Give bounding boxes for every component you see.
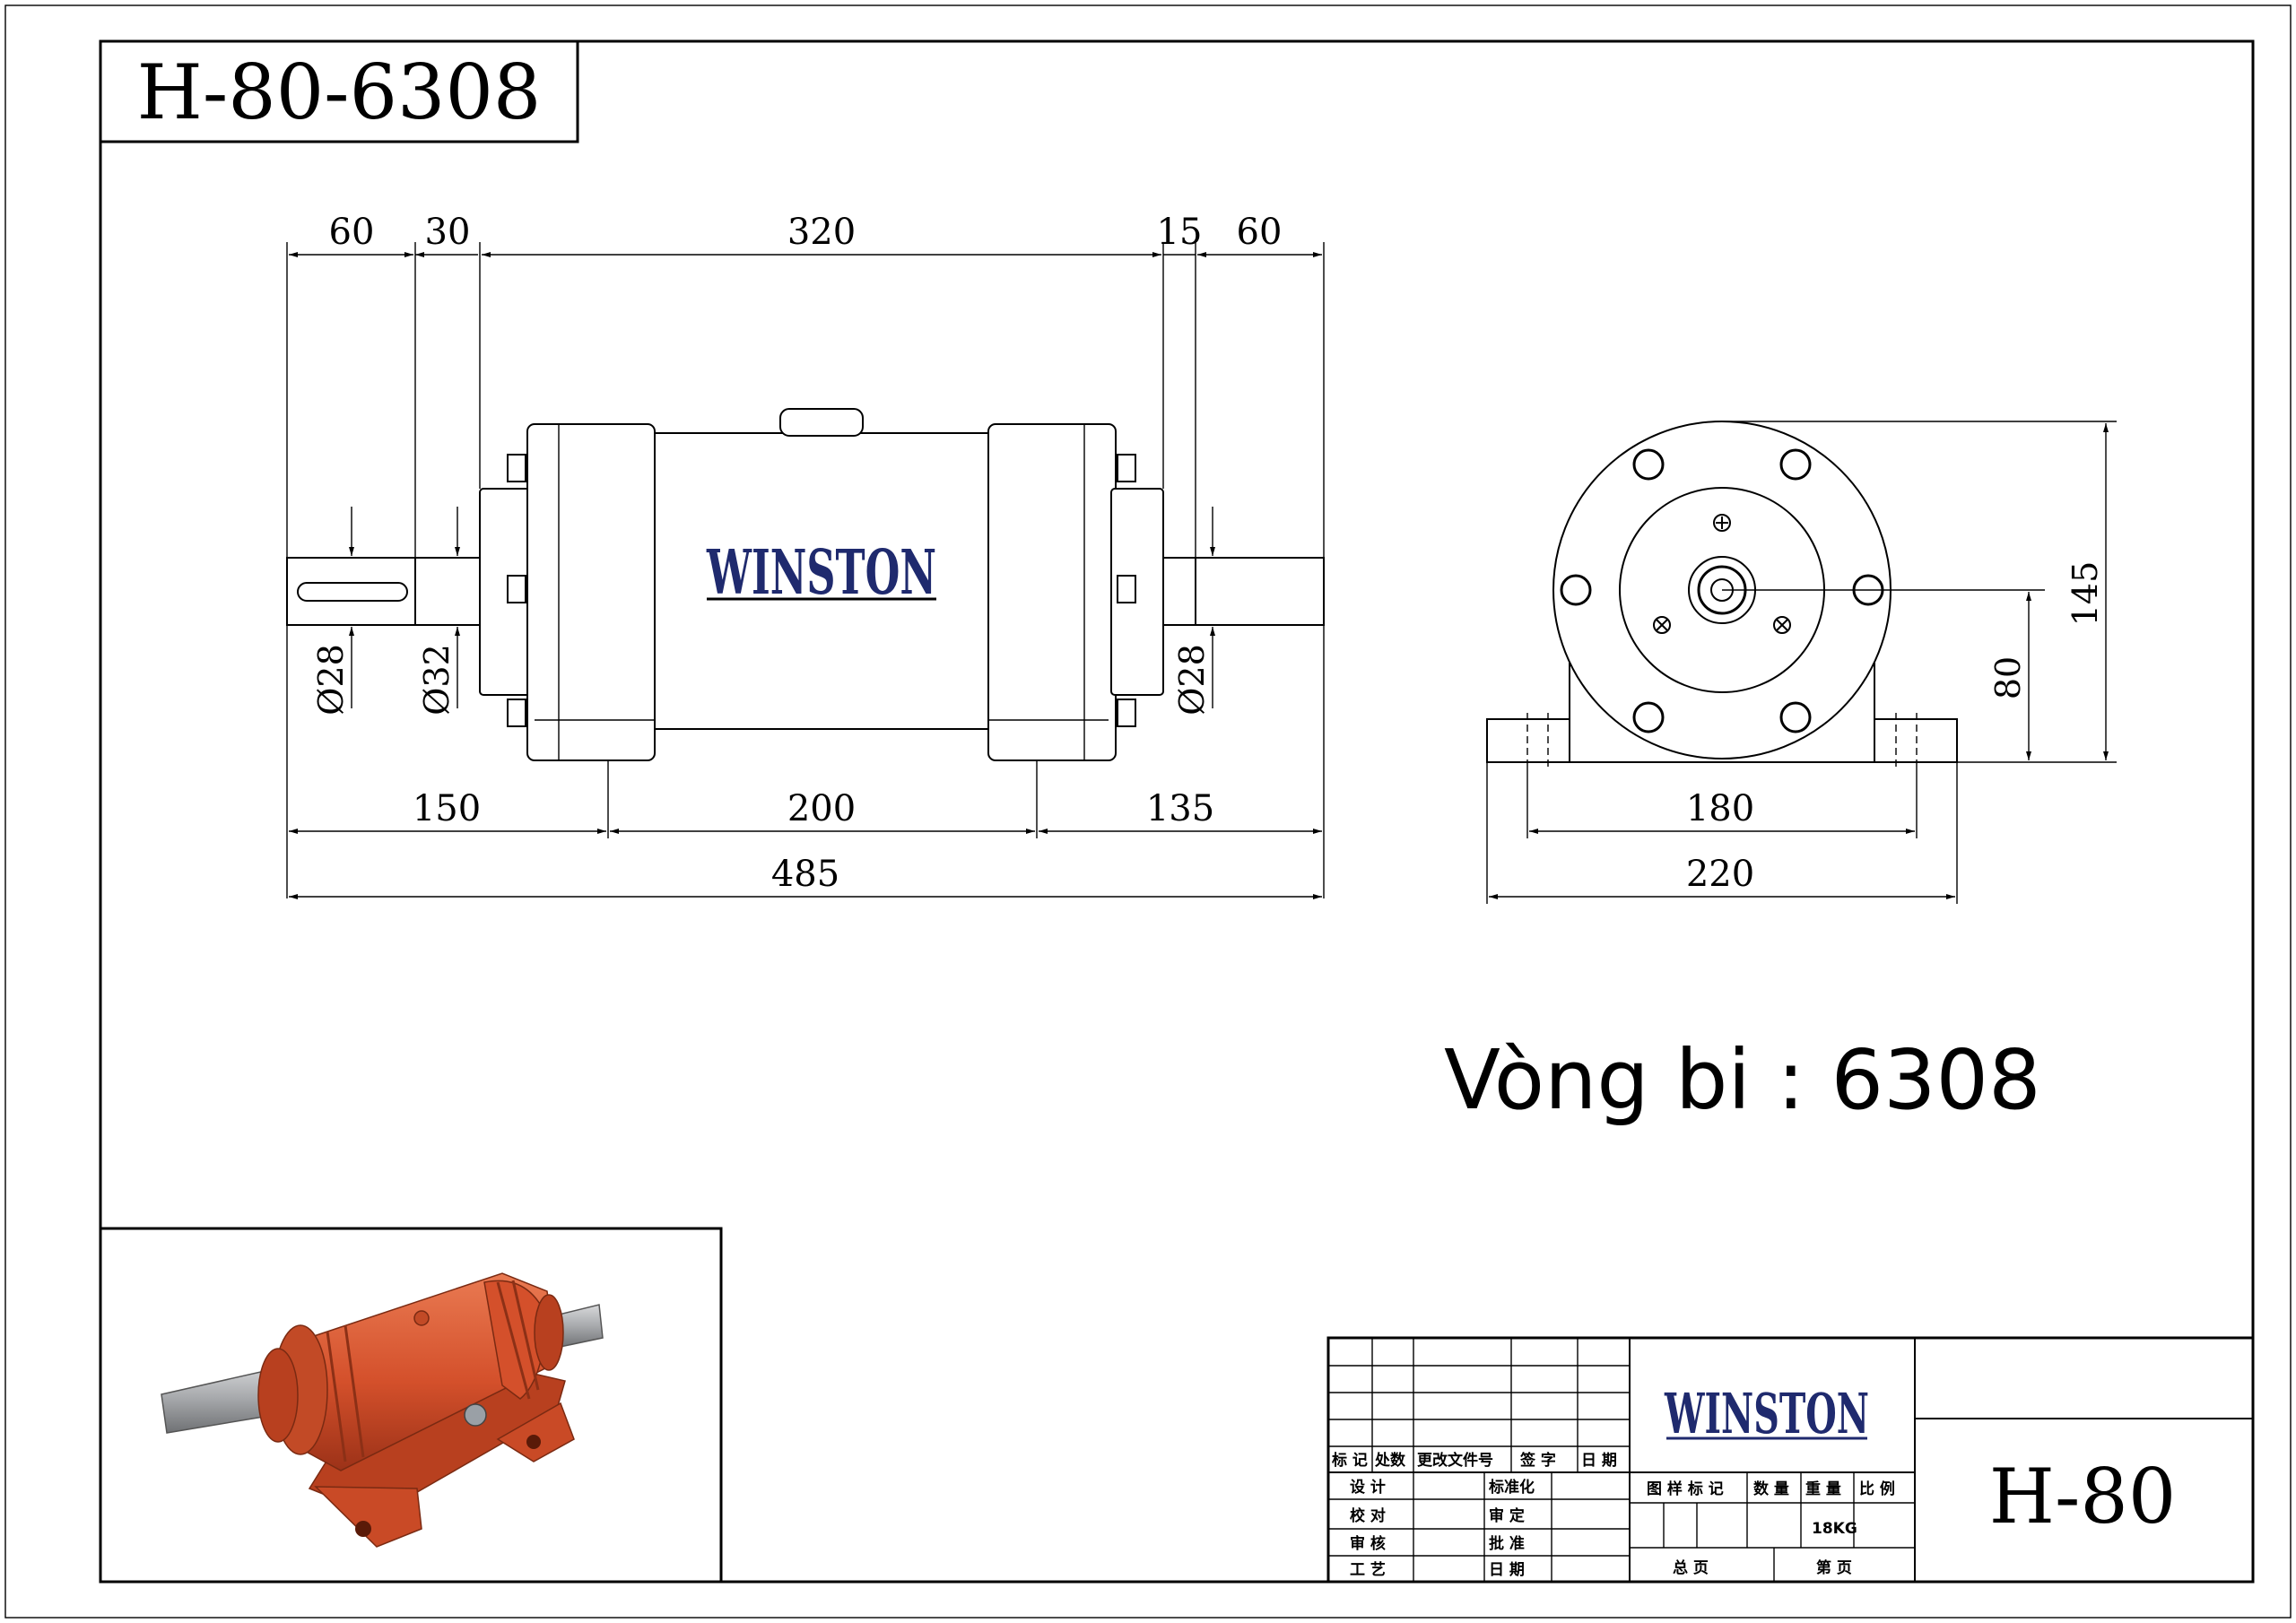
title-block-model: H-80 [1989,1453,2177,1541]
right-bolt-2 [1117,575,1136,603]
dim-top-320: 320 [787,212,856,253]
flange-hole-3 [1560,574,1592,606]
flange-hole-6 [1779,701,1812,733]
tb-design: 设 计 [1350,1478,1386,1497]
product-illustration [161,1272,604,1548]
flange-hole-1 [1632,448,1665,481]
right-shaft [1195,557,1325,626]
side-dimensions: 145 80 180 220 [1486,421,2117,904]
tb-pattern-mark: 图 样 标 记 [1647,1480,1724,1498]
tb-audit: 审 核 [1350,1534,1386,1553]
cap-screw-left [1653,616,1671,634]
tb-approve: 批 准 [1489,1534,1525,1553]
tb-process: 工 艺 [1350,1560,1386,1579]
left-collar [414,557,481,626]
dim-bottom-485: 485 [771,854,839,895]
housing-body [654,432,989,730]
left-bolt-3 [507,699,526,727]
dim-top-15: 15 [1157,212,1203,253]
base-right-foot [1866,718,1958,763]
inner-border [99,39,2255,1584]
housing-brand-logo: WINSTON [706,537,936,609]
cap-screw-top [1713,514,1731,532]
product-photo-frame [99,1227,723,1584]
left-bolt-1 [507,454,526,482]
tb-page-no: 第 页 [1816,1558,1852,1577]
dim-top-60-left: 60 [329,212,375,253]
dim-top-30: 30 [425,212,471,253]
bearing-label: Vòng bi : 6308 [1444,1032,2041,1128]
oil-cap [779,408,864,437]
tb-header-count: 处数 [1374,1451,1406,1470]
side-view [1486,421,1958,767]
title-block-logo: WINSTON [1664,1381,1869,1446]
title-block: 标 记 处数 更改文件号 签 字 日 期 设 计 标准化 校 对 审 定 审 核… [1326,1336,2255,1584]
tb-header-date: 日 期 [1581,1452,1617,1470]
right-bearing-cap [1110,488,1164,696]
dim-bottom-150: 150 [413,788,481,829]
tb-header-sign: 签 字 [1519,1451,1556,1470]
tb-standardize: 标准化 [1489,1478,1535,1497]
right-collar [1162,557,1196,626]
left-shaft [286,557,416,626]
drawing-code: H-80-6308 [137,48,542,136]
housing-right-flange [987,423,1117,761]
tb-review: 审 定 [1489,1506,1525,1525]
tb-weight-label: 重 量 [1805,1480,1841,1498]
outer-border [4,4,2292,1619]
dim-bottom-135: 135 [1146,788,1214,829]
dim-collar-diameter: Ø32 [417,644,457,716]
tb-proof: 校 对 [1350,1506,1386,1525]
front-view: WINSTON [286,408,1325,761]
base-left-foot [1486,718,1578,763]
dim-base-width-220: 220 [1686,854,1754,895]
right-bolt-1 [1117,454,1136,482]
tb-pages-total: 总 页 [1673,1558,1709,1577]
tb-header-change-doc: 更改文件号 [1417,1451,1493,1470]
dim-right-shaft-diameter: Ø28 [1172,644,1212,716]
tb-quantity: 数 量 [1753,1480,1789,1498]
dim-bolt-span-180: 180 [1686,788,1754,829]
flange-hole-5 [1632,701,1665,733]
dim-top-60-right: 60 [1237,212,1283,253]
left-bearing-cap [479,488,533,696]
left-bolt-2 [507,575,526,603]
dim-height-145: 145 [2066,561,2105,627]
dim-left-shaft-diameter: Ø28 [311,644,351,716]
dim-bottom-200: 200 [787,788,856,829]
front-dimensions: 60 30 320 15 60 150 200 135 485 Ø28 Ø32 … [286,212,1325,899]
dim-center-80: 80 [1988,656,2028,699]
right-bolt-3 [1117,699,1136,727]
tb-weight-value: 18KG [1812,1520,1857,1538]
cap-screw-right [1773,616,1791,634]
tb-header-mark: 标 记 [1332,1451,1368,1470]
drawing-code-box: H-80-6308 [99,39,579,143]
tb-date: 日 期 [1489,1561,1525,1579]
housing-left-flange [526,423,656,761]
left-keyway [297,582,408,602]
tb-scale: 比 例 [1859,1480,1895,1498]
flange-hole-2 [1779,448,1812,481]
